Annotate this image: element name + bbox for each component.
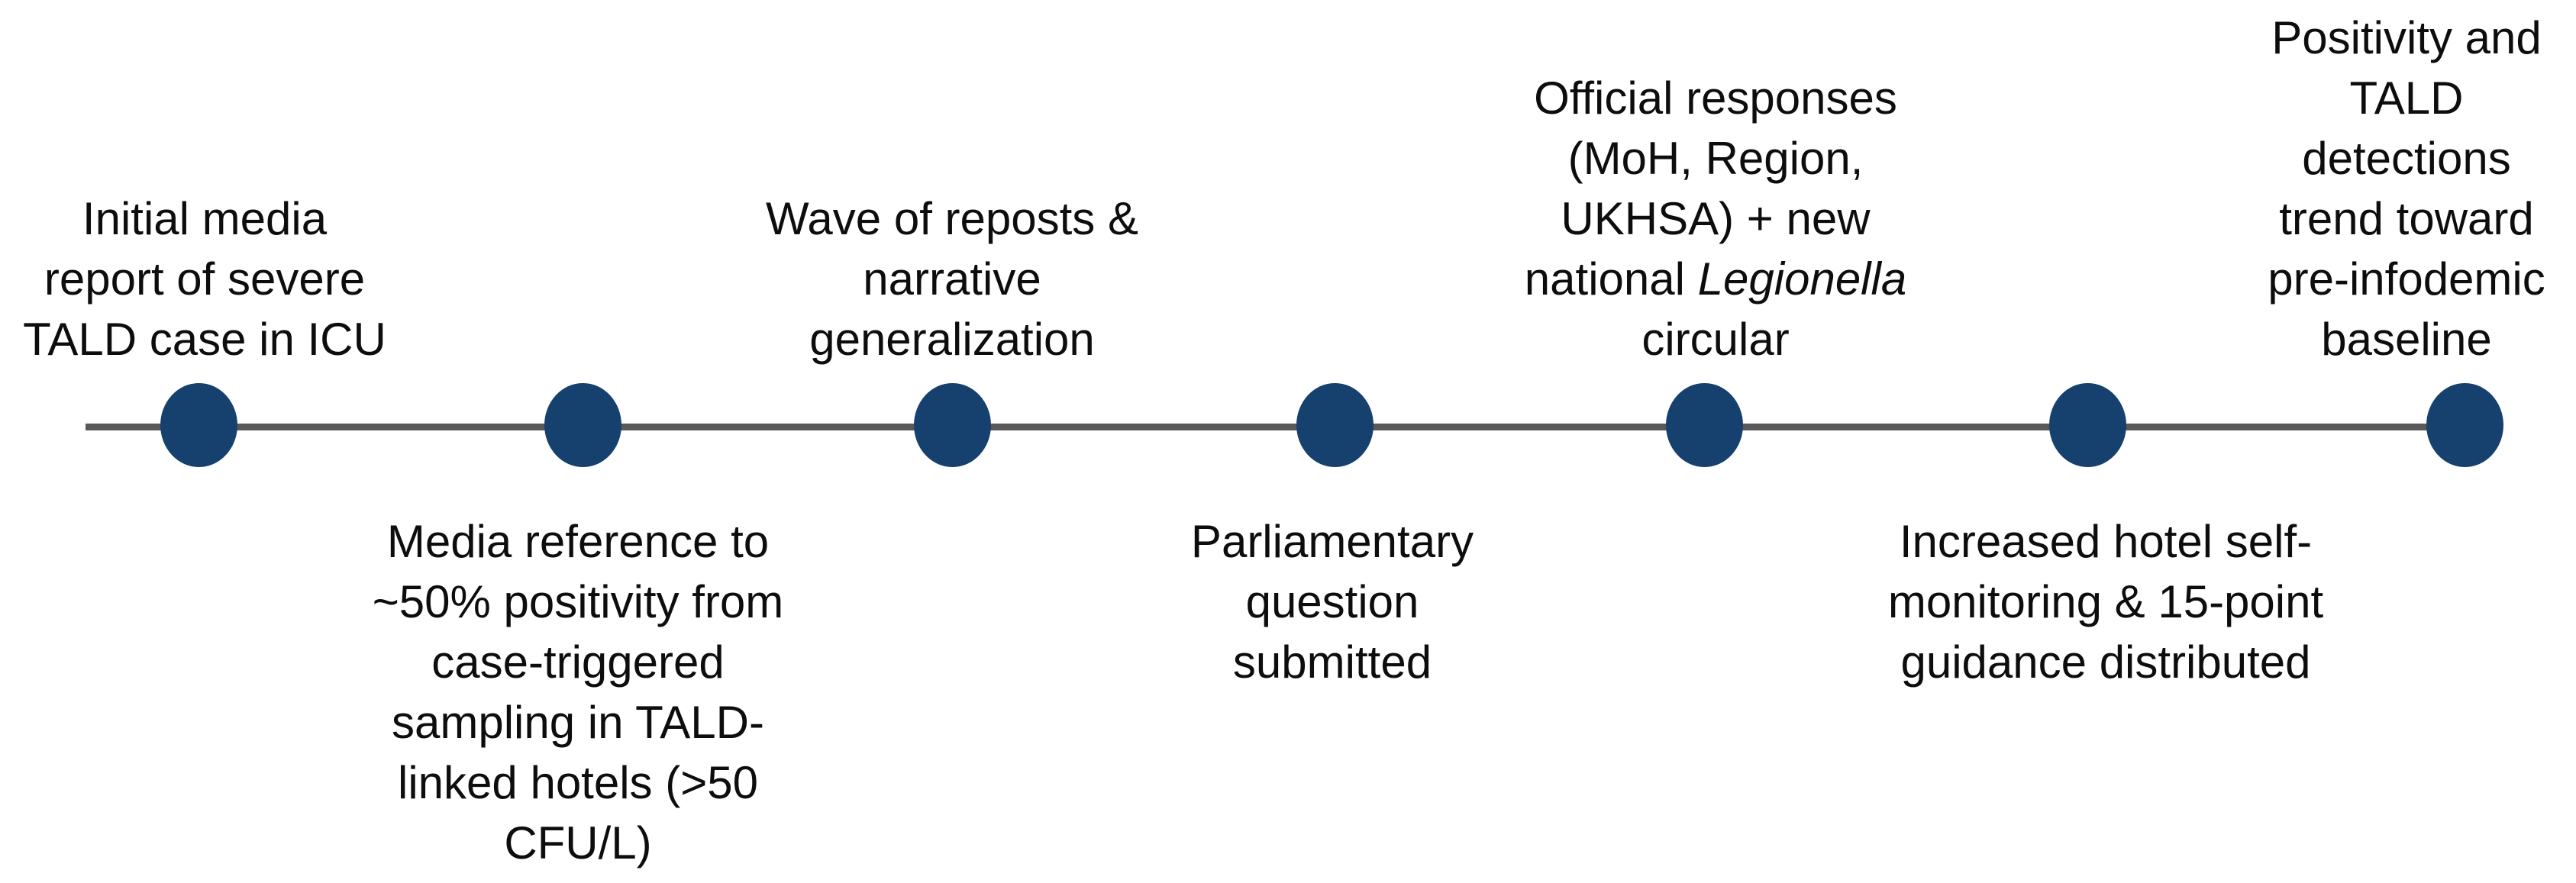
label-line: national Legionella: [1525, 249, 1906, 309]
label-line: TALD case in ICU: [23, 309, 386, 369]
label-text-segment: Initial media: [82, 193, 328, 244]
label-text-segment: trend toward: [2279, 193, 2534, 244]
label-line: TALD: [2268, 68, 2545, 128]
label-line: Positivity and: [2268, 8, 2545, 68]
label-line: CFU/L): [373, 813, 784, 873]
label-text-segment: circular: [1641, 314, 1790, 365]
label-line: guidance distributed: [1888, 632, 2323, 692]
label-text-segment: national: [1524, 253, 1698, 305]
label-line: Official responses: [1525, 68, 1906, 128]
label-line: question: [1191, 572, 1474, 632]
label-line: (MoH, Region,: [1525, 128, 1906, 189]
label-line: linked hotels (>50: [373, 752, 784, 813]
label-text-segment: case-triggered: [431, 636, 725, 688]
label-line: monitoring & 15-point: [1888, 572, 2323, 632]
label-text-segment: Parliamentary: [1190, 516, 1474, 567]
label-text-segment: narrative: [863, 253, 1041, 305]
label-text-segment: sampling in TALD-: [392, 697, 764, 748]
label-line: UKHSA) + new: [1525, 189, 1906, 249]
event-dot-hotel-self-monitoring: [2048, 383, 2126, 467]
event-dot-official-responses: [1665, 383, 1743, 467]
event-label-media-positivity-reference: Media reference to ~50% positivity from ca…: [373, 511, 784, 873]
label-line: detections: [2268, 128, 2545, 189]
label-text-segment: monitoring & 15-point: [1887, 576, 2324, 627]
label-text-segment: (MoH, Region,: [1567, 133, 1864, 184]
label-line: circular: [1525, 309, 1906, 369]
event-label-hotel-self-monitoring: Increased hotel self-monitoring & 15-poi…: [1888, 511, 2323, 692]
label-text-segment: Official responses: [1534, 73, 1897, 124]
event-dot-initial-media-report: [160, 383, 237, 467]
label-text-segment: report of severe: [44, 253, 366, 305]
label-line: ~50% positivity from: [373, 572, 784, 632]
label-text-segment: Wave of reposts &: [766, 193, 1138, 244]
label-text-segment: question: [1245, 576, 1419, 627]
event-dot-wave-of-reposts: [913, 383, 991, 467]
event-dot-parliamentary-question: [1296, 383, 1374, 467]
label-text-segment: TALD: [2349, 73, 2464, 124]
event-label-parliamentary-question: Parliamentary question submitted: [1191, 511, 1474, 692]
label-line: submitted: [1191, 632, 1474, 692]
label-text-segment: linked hotels (>50: [398, 757, 758, 808]
label-text-segment: Legionella: [1697, 253, 1907, 305]
label-line: pre-infodemic: [2268, 249, 2545, 309]
timeline-axis: [86, 423, 2490, 430]
label-line: baseline: [2268, 309, 2545, 369]
event-dot-media-positivity-reference: [544, 383, 621, 467]
label-text-segment: CFU/L): [504, 817, 652, 868]
label-line: Wave of reposts &: [766, 189, 1138, 249]
label-text-segment: pre-infodemic: [2268, 253, 2545, 305]
label-line: Media reference to: [373, 511, 784, 572]
label-line: Parliamentary: [1191, 511, 1474, 572]
label-text-segment: TALD case in ICU: [23, 314, 386, 365]
label-text-segment: submitted: [1232, 636, 1432, 688]
label-line: trend toward: [2268, 189, 2545, 249]
label-text-segment: Positivity and: [2271, 12, 2542, 63]
label-text-segment: generalization: [809, 314, 1095, 365]
event-label-official-responses: Official responses (MoH, Region, UKHSA) + …: [1525, 68, 1906, 369]
label-text-segment: Increased hotel self-: [1899, 516, 2313, 567]
event-dot-return-to-baseline: [2426, 383, 2503, 467]
label-line: report of severe: [23, 249, 386, 309]
label-text-segment: ~50% positivity from: [372, 576, 784, 627]
label-text-segment: UKHSA) + new: [1561, 193, 1871, 244]
label-line: case-triggered: [373, 632, 784, 692]
label-line: Increased hotel self-: [1888, 511, 2323, 572]
label-text-segment: detections: [2302, 133, 2511, 184]
event-label-wave-of-reposts: Wave of reposts & narrative generalization: [766, 189, 1138, 369]
label-line: generalization: [766, 309, 1138, 369]
label-line: Initial media: [23, 189, 386, 249]
label-line: sampling in TALD-: [373, 692, 784, 752]
label-text-segment: guidance distributed: [1900, 636, 2311, 688]
label-line: narrative: [766, 249, 1138, 309]
label-text-segment: Media reference to: [386, 516, 770, 567]
label-text-segment: baseline: [2321, 314, 2492, 365]
